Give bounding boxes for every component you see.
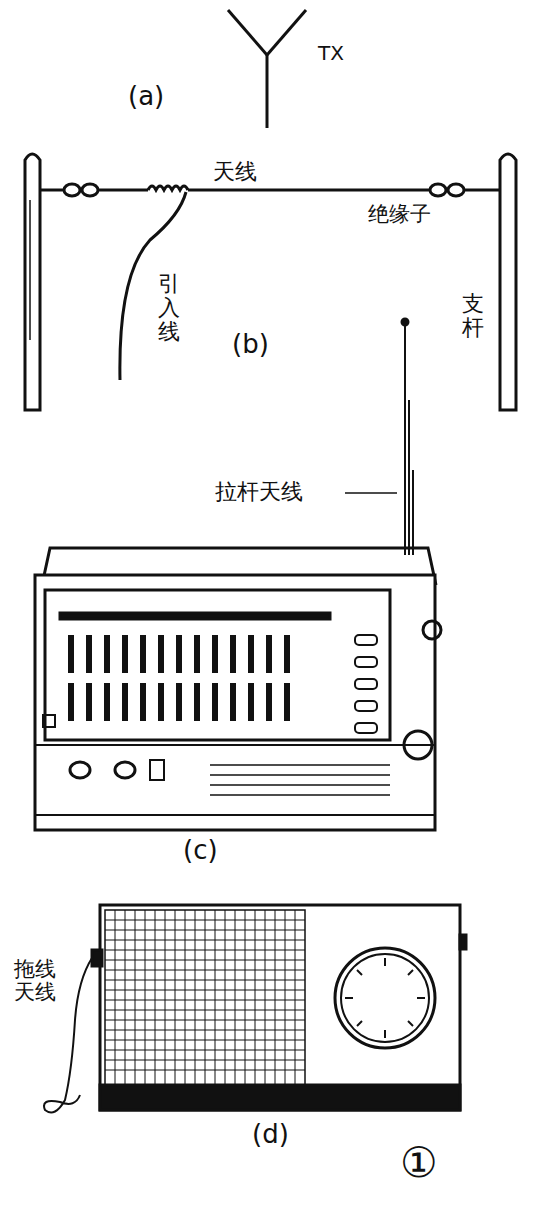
symbol-label: TX — [318, 42, 344, 64]
part-name: 天线 — [213, 160, 257, 184]
figure-letter: (c) — [183, 836, 218, 865]
part-name: 拖线天线 — [14, 958, 56, 1004]
part-name: 支杆 — [462, 292, 484, 340]
part-name: 绝缘子 — [368, 203, 431, 226]
portable-radio — [35, 319, 441, 830]
callout-number: ① — [400, 1140, 438, 1186]
figure-letter: (b) — [232, 330, 269, 359]
part-name: 引入线 — [158, 272, 180, 345]
figure-letter: (d) — [252, 1120, 289, 1149]
antenna-symbol — [228, 10, 306, 128]
part-name: 拉杆天线 — [215, 480, 303, 504]
pocket-radio — [44, 905, 466, 1112]
figure-letter: (a) — [128, 82, 164, 111]
wire-antenna — [25, 154, 516, 410]
